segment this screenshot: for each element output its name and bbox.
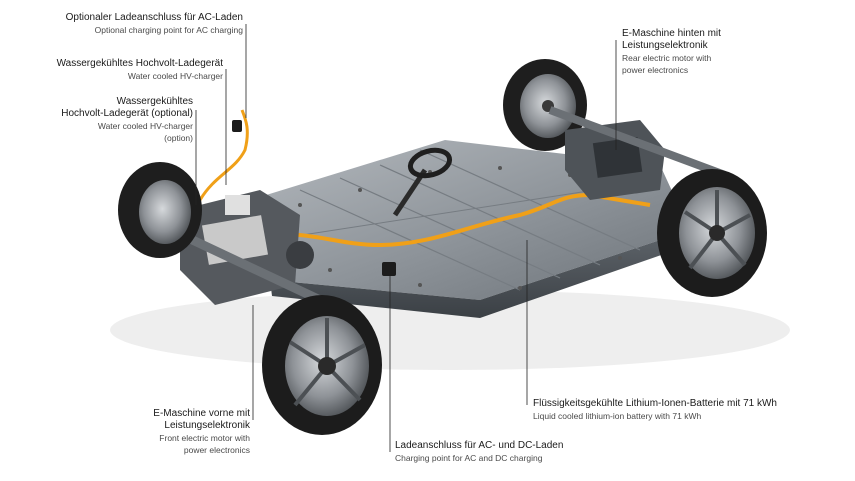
front-left-wheel xyxy=(118,162,202,258)
front-motor xyxy=(148,190,322,305)
callout-de-text: Optionaler Ladeanschluss für AC-Laden xyxy=(65,12,243,23)
callout-en-text: power electronics xyxy=(183,445,250,455)
callout-en-text: Charging point for AC and DC charging xyxy=(395,453,543,463)
callout-de-text: Flüssigkeitsgekühlte Lithium-Ionen-Batte… xyxy=(533,398,777,409)
callout-de-text: Leistungselektronik xyxy=(622,40,708,51)
steering-wheel xyxy=(392,147,453,217)
callout-hv-charger-option: Wassergekühltes Hochvolt-Ladegerät (opti… xyxy=(61,96,193,144)
callout-en-text: Water cooled HV-charger xyxy=(127,71,223,81)
callout-de-text: Wassergekühltes Hochvolt-Ladegerät xyxy=(56,58,223,69)
callout-de-text: Wassergekühltes xyxy=(116,96,193,107)
callout-en-text: Front electric motor with xyxy=(159,433,250,443)
callout-de-text: E-Maschine vorne mit xyxy=(153,408,250,419)
callout-de-text: Ladeanschluss für AC- und DC-Laden xyxy=(395,440,564,451)
callout-en-text: power electronics xyxy=(622,65,689,75)
rear-left-wheel xyxy=(503,59,587,151)
callout-en-text: (option) xyxy=(164,133,193,143)
hv-cable-front xyxy=(198,109,249,201)
callout-de-text: E-Maschine hinten mit xyxy=(622,28,721,39)
charging-port xyxy=(382,262,396,276)
callout-en-text: Optional charging point for AC charging xyxy=(94,25,243,35)
rear-motor xyxy=(548,106,727,200)
callout-de-text: Leistungselektronik xyxy=(164,420,250,431)
rear-right-wheel xyxy=(657,169,767,297)
leader-lines xyxy=(195,24,617,452)
callout-battery: Flüssigkeitsgekühlte Lithium-Ionen-Batte… xyxy=(533,398,777,422)
callout-en-text: Liquid cooled lithium-ion battery with 7… xyxy=(533,411,702,421)
callout-ac-charging-point: Optionaler Ladeanschluss für AC-Laden Op… xyxy=(66,12,243,36)
callout-de-text: Hochvolt-Ladegerät (optional) xyxy=(61,108,193,119)
front-right-wheel xyxy=(262,295,382,435)
hv-cable xyxy=(249,192,651,248)
ac-charging-port xyxy=(232,120,242,132)
callout-hv-charger: Wassergekühltes Hochvolt-Ladegerät Water… xyxy=(57,58,223,82)
callout-en-text: Rear electric motor with xyxy=(622,53,712,63)
callout-front-motor: E-Maschine vorne mit Leistungselektronik… xyxy=(153,408,250,456)
callout-en-text: Water cooled HV-charger xyxy=(97,121,193,131)
callout-rear-motor: E-Maschine hinten mit Leistungselektroni… xyxy=(622,28,721,76)
callout-charging-point: Ladeanschluss für AC- und DC-Laden Charg… xyxy=(395,440,563,464)
